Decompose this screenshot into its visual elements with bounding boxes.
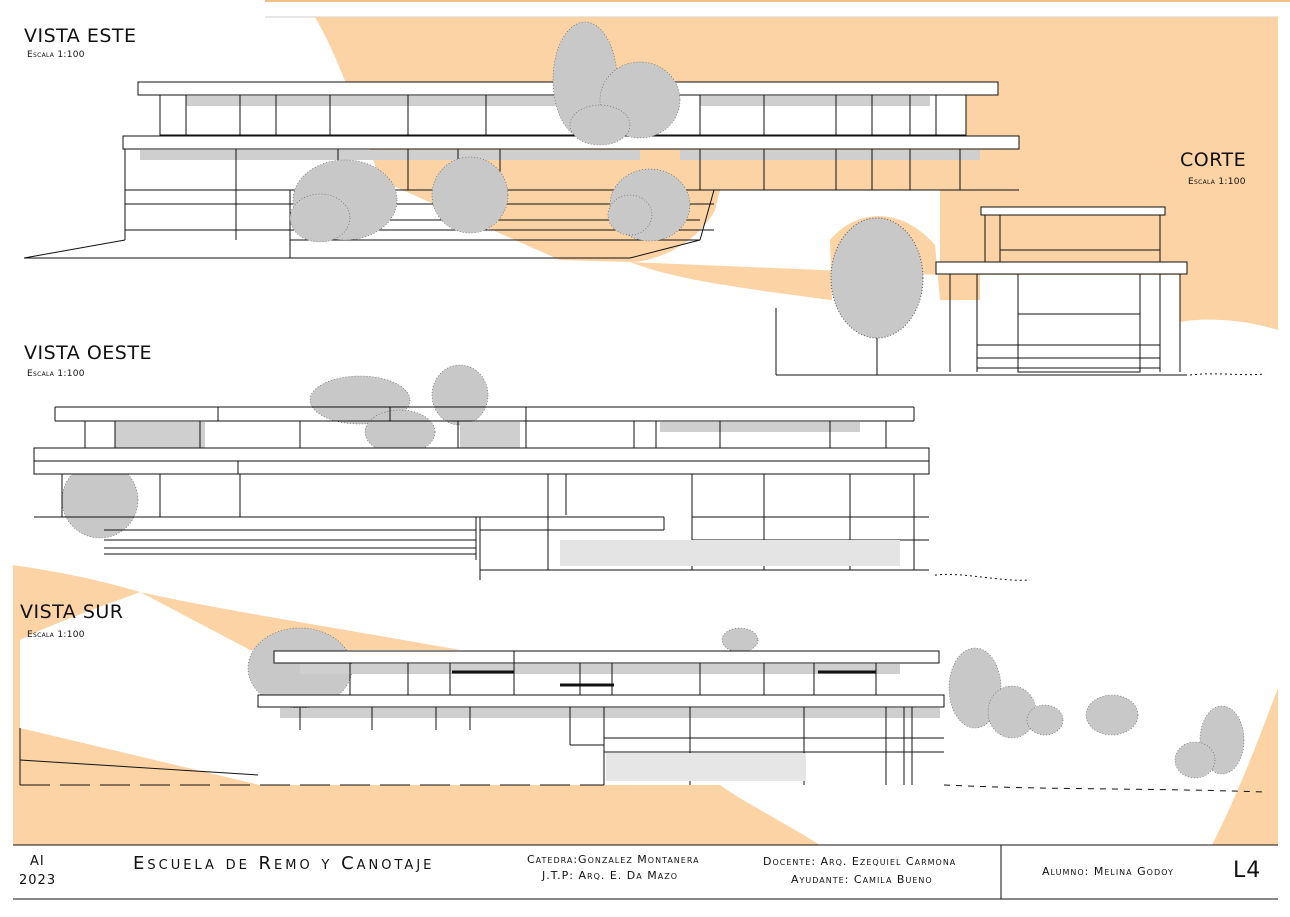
terrain-sur [13, 565, 820, 845]
vista-este-title: VISTA ESTE [24, 25, 137, 47]
vista-sur-scale: Escala 1:100 [27, 630, 85, 640]
year-label: 2023 [19, 873, 57, 888]
corte-title: CORTE [1180, 149, 1247, 171]
catedra-label: Catedra:Gonzalez Montanera [527, 853, 700, 866]
vista-este-scale: Escala 1:100 [27, 50, 85, 60]
vista-sur-title: VISTA SUR [20, 601, 124, 623]
course-label: AI [30, 854, 45, 869]
corte-scale: Escala 1:100 [1188, 177, 1246, 187]
sheet-number: L4 [1233, 858, 1262, 883]
vista-oeste-building [33, 406, 1031, 581]
project-title: Escuela de Remo y Canotaje [133, 853, 435, 874]
vista-oeste-title: VISTA OESTE [24, 342, 152, 364]
vista-oeste-scale: Escala 1:100 [27, 369, 85, 379]
ayudante-label: Ayudante: Camila Bueno [791, 873, 933, 886]
vista-sur-building [19, 650, 1266, 793]
alumno-label: Alumno: Melina Godoy [1042, 865, 1174, 878]
title-block-frame [13, 844, 1278, 900]
corte-tree [830, 217, 924, 339]
vista-este-trees [289, 21, 691, 243]
terrain-sur-right [1212, 688, 1278, 845]
docente-label: Docente: Arq. Ezequiel Carmona [763, 855, 957, 868]
jtp-label: J.T.P: Arq. E. Da Mazo [542, 869, 678, 882]
corte-section [775, 206, 1266, 376]
